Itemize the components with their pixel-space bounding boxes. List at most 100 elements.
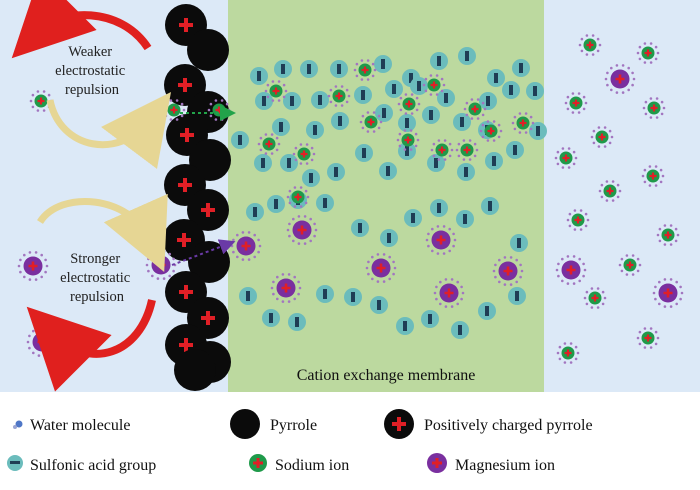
sulfonic-acid-group <box>375 104 393 122</box>
sodium-ion <box>566 209 590 231</box>
sulfonic-acid-group <box>385 80 403 98</box>
sulfonic-acid-group <box>458 47 476 65</box>
sulfonic-acid-group <box>246 203 264 221</box>
sulfonic-acid-group <box>262 309 280 327</box>
sodium-ion <box>286 186 310 208</box>
legend: Water molecule Pyrrole Positively charge… <box>7 409 593 474</box>
legend-label-pyrrole: Pyrrole <box>270 417 317 434</box>
sulfonic-acid-group <box>396 317 414 335</box>
sulfonic-acid-group <box>481 197 499 215</box>
sodium-ion <box>327 85 351 107</box>
sodium-ion <box>636 327 660 349</box>
magnesium-ion <box>365 253 397 283</box>
sulfonic-acid-group <box>280 154 298 172</box>
sodium-ion <box>618 254 642 276</box>
sulfonic-acid-group <box>355 144 373 162</box>
sodium-ion <box>353 59 377 81</box>
sulfonic-acid-group <box>485 152 503 170</box>
sodium-ion <box>598 180 622 202</box>
sulfonic-acid-group <box>380 229 398 247</box>
magnesium-ion <box>433 278 465 308</box>
magnesium-ion <box>652 278 684 308</box>
sodium-ion <box>642 97 666 119</box>
bottom-red-curved-arrow <box>26 299 156 392</box>
legend-item-charged-pyrrole: Positively charged pyrrole <box>384 409 593 439</box>
sulfonic-acid-group <box>274 60 292 78</box>
charged-pyrrole <box>187 189 229 231</box>
sulfonic-acid-group <box>478 302 496 320</box>
sodium-ion <box>636 42 660 64</box>
legend-label-magnesium: Magnesium ion <box>455 457 555 474</box>
sulfonic-acid-group <box>327 163 345 181</box>
sulfonic-acid-group <box>427 154 445 172</box>
legend-item-magnesium: Magnesium ion <box>427 453 555 474</box>
sodium-ion <box>656 224 680 246</box>
sodium-ion <box>479 120 503 142</box>
sulfonic-acid-group <box>398 142 416 160</box>
legend-item-sulfonic: Sulfonic acid group <box>7 455 156 474</box>
legend-label-water: Water molecule <box>30 417 130 434</box>
magnesium-ion <box>17 251 49 281</box>
legend-item-pyrrole: Pyrrole <box>230 409 317 439</box>
magnesium-ion <box>604 64 636 94</box>
sodium-ion <box>554 147 578 169</box>
sulfonic-acid-group <box>351 219 369 237</box>
legend-label-charged-pyrrole: Positively charged pyrrole <box>424 417 593 434</box>
pyrrole-icon <box>230 409 260 439</box>
permeate-solution-region <box>544 0 700 392</box>
bottom-yellow-curved-arrow <box>37 193 168 272</box>
magnesium-transport-arrow <box>171 239 236 266</box>
sulfonic-acid-group <box>255 92 273 110</box>
magnesium-ion <box>555 255 587 285</box>
top-red-curved-arrow <box>11 0 152 59</box>
sulfonic-acid-group <box>311 91 329 109</box>
sodium-ion <box>590 126 614 148</box>
sodium-ion <box>578 34 602 56</box>
membrane-label: Cation exchange membrane <box>297 367 476 384</box>
sulfonic-acid-group <box>302 169 320 187</box>
sulfonic-acid-group <box>231 131 249 149</box>
sulfonic-acid-group <box>410 77 428 95</box>
sulfonic-acid-group <box>437 89 455 107</box>
sulfonic-acid-group <box>267 195 285 213</box>
sulfonic-acid-group <box>239 287 257 305</box>
sulfonic-acid-group <box>421 310 439 328</box>
sulfonic-acid-group <box>529 122 547 140</box>
sulfonic-acid-group <box>283 92 301 110</box>
sulfonic-acid-group <box>510 234 528 252</box>
legend-label-sodium: Sodium ion <box>275 457 349 474</box>
sodium-ion <box>257 133 281 155</box>
sulfonic-acid-group <box>272 118 290 136</box>
sodium-ion <box>430 139 454 161</box>
sulfonic-acid-group <box>254 154 272 172</box>
legend-label-sulfonic: Sulfonic acid group <box>30 457 156 474</box>
weaker-repulsion-label: Weaker electrostatic repulsion <box>55 44 129 98</box>
magnesium-ion <box>286 215 318 245</box>
legend-item-sodium: Sodium ion <box>249 454 349 474</box>
sulfonic-acid-group <box>344 288 362 306</box>
sulfonic-acid-group <box>316 194 334 212</box>
magnesium-ion <box>425 225 457 255</box>
legend-area <box>0 392 700 485</box>
sodium-ion <box>292 143 316 165</box>
sulfonic-acid-group <box>398 114 416 132</box>
sulfonic-acid-group <box>453 113 471 131</box>
sodium-ion <box>397 93 421 115</box>
sulfonic-acid-group <box>487 69 505 87</box>
legend-item-water: Water molecule <box>13 417 130 434</box>
sulfonic-acid-group <box>306 121 324 139</box>
sulfonic-acid-group <box>330 60 348 78</box>
sulfonic-acid-group <box>451 321 469 339</box>
water-molecule-icon <box>15 420 23 428</box>
sulfonic-acid-group <box>379 162 397 180</box>
sodium-ion <box>396 129 420 151</box>
sodium-ion <box>463 98 487 120</box>
sodium-ion <box>359 111 383 133</box>
polypyrrole-layer <box>163 4 231 391</box>
magnesium-ion <box>270 273 302 303</box>
sodium-ion <box>511 112 535 134</box>
sulfonic-acid-group <box>430 199 448 217</box>
magnesium-ion <box>230 231 262 261</box>
sodium-ion <box>564 92 588 114</box>
